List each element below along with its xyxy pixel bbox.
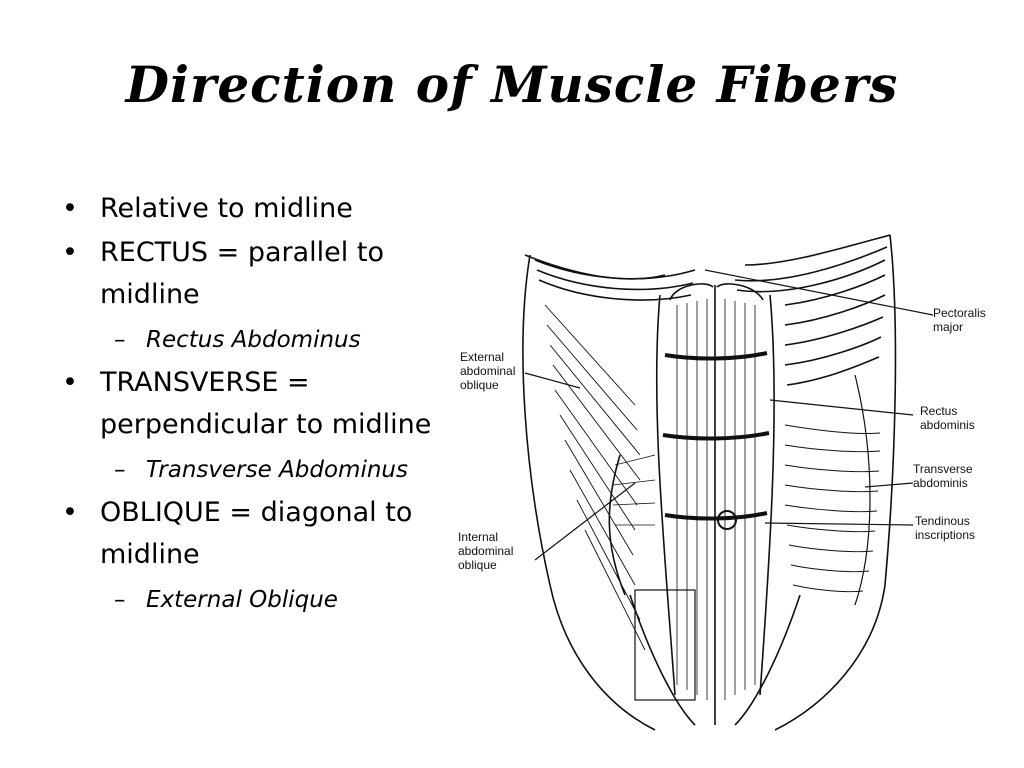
bullet-text: TRANSVERSE = perpendicular to midline — [100, 367, 432, 440]
bullet-text: Relative to midline — [100, 193, 353, 224]
bullet-dot-icon: • — [62, 193, 78, 224]
label-leader-lines — [524, 269, 934, 561]
label-rectus-abdominis: Rectus abdominis — [920, 404, 975, 432]
bullet-dot-icon: • — [62, 497, 78, 528]
bullet-dot-icon: • — [62, 237, 78, 268]
sub-bullet-text: Rectus Abdominus — [146, 327, 361, 353]
bullet-list: • Relative to midline • RECTUS = paralle… — [62, 188, 472, 622]
bullet-text: OBLIQUE = diagonal to midline — [100, 497, 413, 570]
bullet-dot-icon: • — [62, 367, 78, 398]
label-external-oblique: External abdominal oblique — [460, 350, 519, 392]
figure-labels: Pectoralis major External abdominal obli… — [458, 306, 989, 572]
bullet-item: • Relative to midline — [62, 188, 472, 230]
muscle-diagram: Pectoralis major External abdominal obli… — [458, 234, 989, 731]
label-internal-oblique: Internal abdominal oblique — [458, 530, 517, 572]
torso-drawing — [522, 234, 897, 731]
sub-bullet-text: Transverse Abdominus — [146, 457, 408, 483]
sub-bullet-item: – Rectus Abdominus — [62, 318, 472, 362]
sub-bullet-text: External Oblique — [146, 587, 338, 613]
dash-icon: – — [114, 327, 126, 353]
bullet-text: RECTUS = parallel to midline — [100, 237, 384, 310]
bullet-item: • OBLIQUE = diagonal to midline — [62, 492, 472, 576]
sub-bullet-item: – Transverse Abdominus — [62, 448, 472, 492]
slide-title: Direction of Muscle Fibers — [125, 55, 899, 114]
bullet-item: • RECTUS = parallel to midline — [62, 232, 472, 316]
label-pectoralis-major: Pectoralis major — [933, 306, 989, 334]
label-tendinous-inscriptions: Tendinous inscriptions — [915, 514, 975, 542]
label-transverse-abdominis: Transverse abdominis — [913, 462, 976, 490]
sub-bullet-item: – External Oblique — [62, 578, 472, 622]
bullet-item: • TRANSVERSE = perpendicular to midline — [62, 362, 472, 446]
dash-icon: – — [114, 587, 126, 613]
dash-icon: – — [114, 457, 126, 483]
abdominal-muscles-illustration: Pectoralis major External abdominal obli… — [455, 225, 1015, 735]
